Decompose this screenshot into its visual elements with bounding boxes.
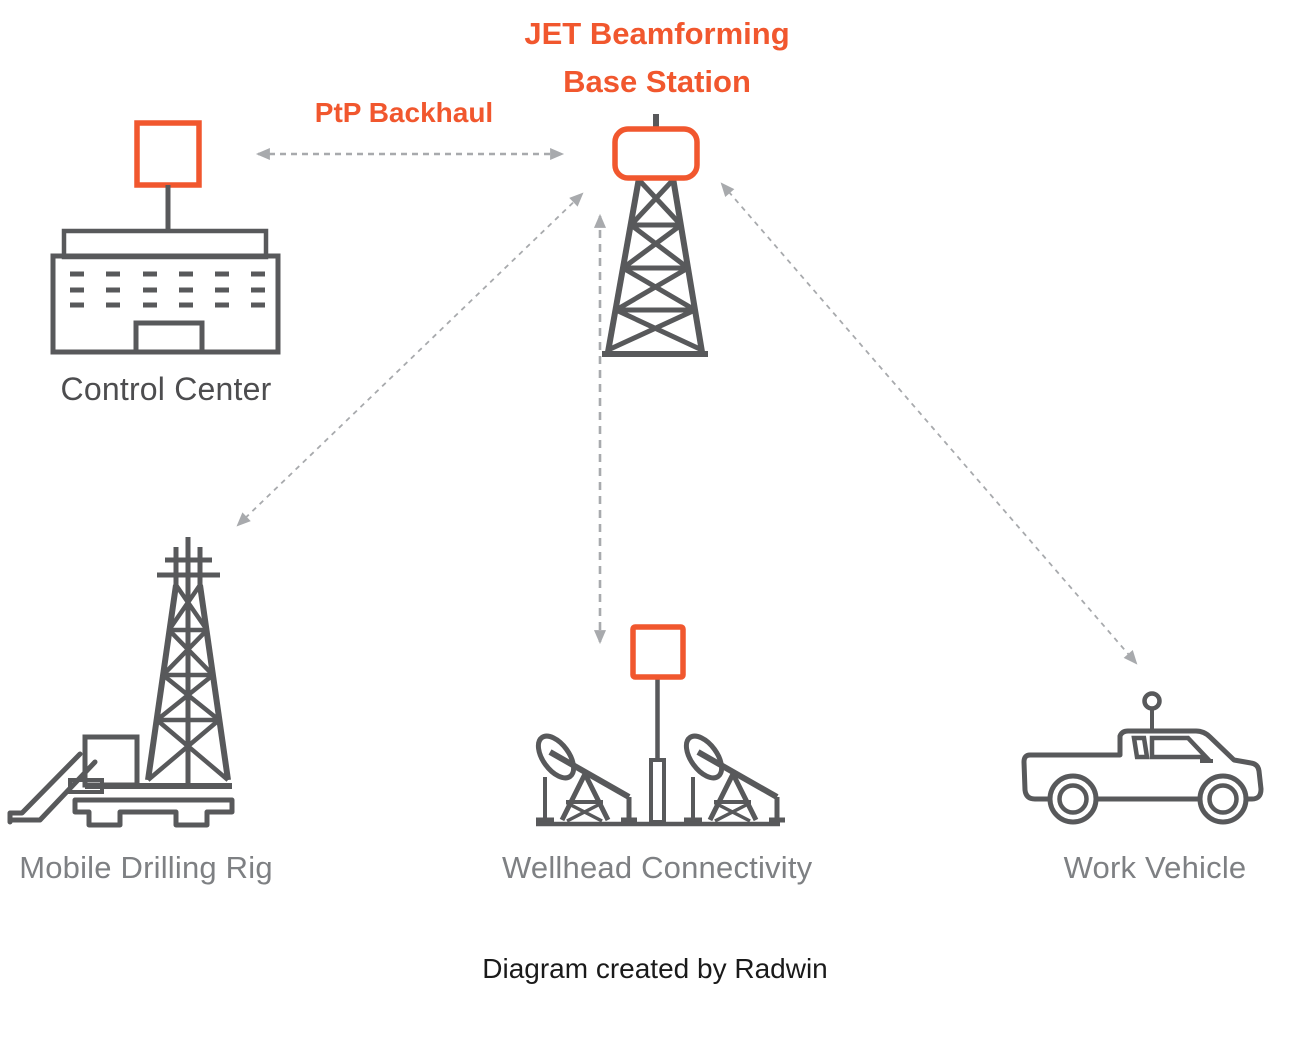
base-station-tower-icon — [602, 114, 708, 357]
wellhead-connectivity-icon — [535, 624, 785, 827]
mobile-drilling-rig-icon — [7, 537, 235, 828]
control-center-label: Control Center — [60, 371, 272, 407]
base-station-title-line2: Base Station — [563, 64, 751, 99]
wellhead-connectivity-label: Wellhead Connectivity — [502, 850, 813, 885]
control-center-building-icon — [50, 120, 281, 355]
wellhead-antenna-icon — [630, 624, 686, 680]
work-vehicle-icon — [1021, 691, 1264, 825]
ptp-backhaul-label: PtP Backhaul — [314, 97, 494, 128]
footer-credit: Diagram created by Radwin — [482, 953, 828, 984]
base-station-title-line1: JET Beamforming — [524, 16, 790, 51]
pumpjack-icon — [535, 733, 637, 823]
link-arrows — [236, 147, 1138, 665]
work-vehicle-label: Work Vehicle — [1063, 850, 1247, 885]
base-station-title: JET Beamforming Base Station — [457, 10, 857, 106]
beamforming-antenna-icon — [612, 126, 700, 181]
base-to-vehicle-arrow — [720, 182, 1138, 665]
base-to-rig-arrow — [236, 192, 584, 527]
control-center-antenna-icon — [134, 120, 202, 188]
building-windows — [70, 271, 265, 308]
mobile-drilling-rig-label: Mobile Drilling Rig — [19, 850, 273, 885]
